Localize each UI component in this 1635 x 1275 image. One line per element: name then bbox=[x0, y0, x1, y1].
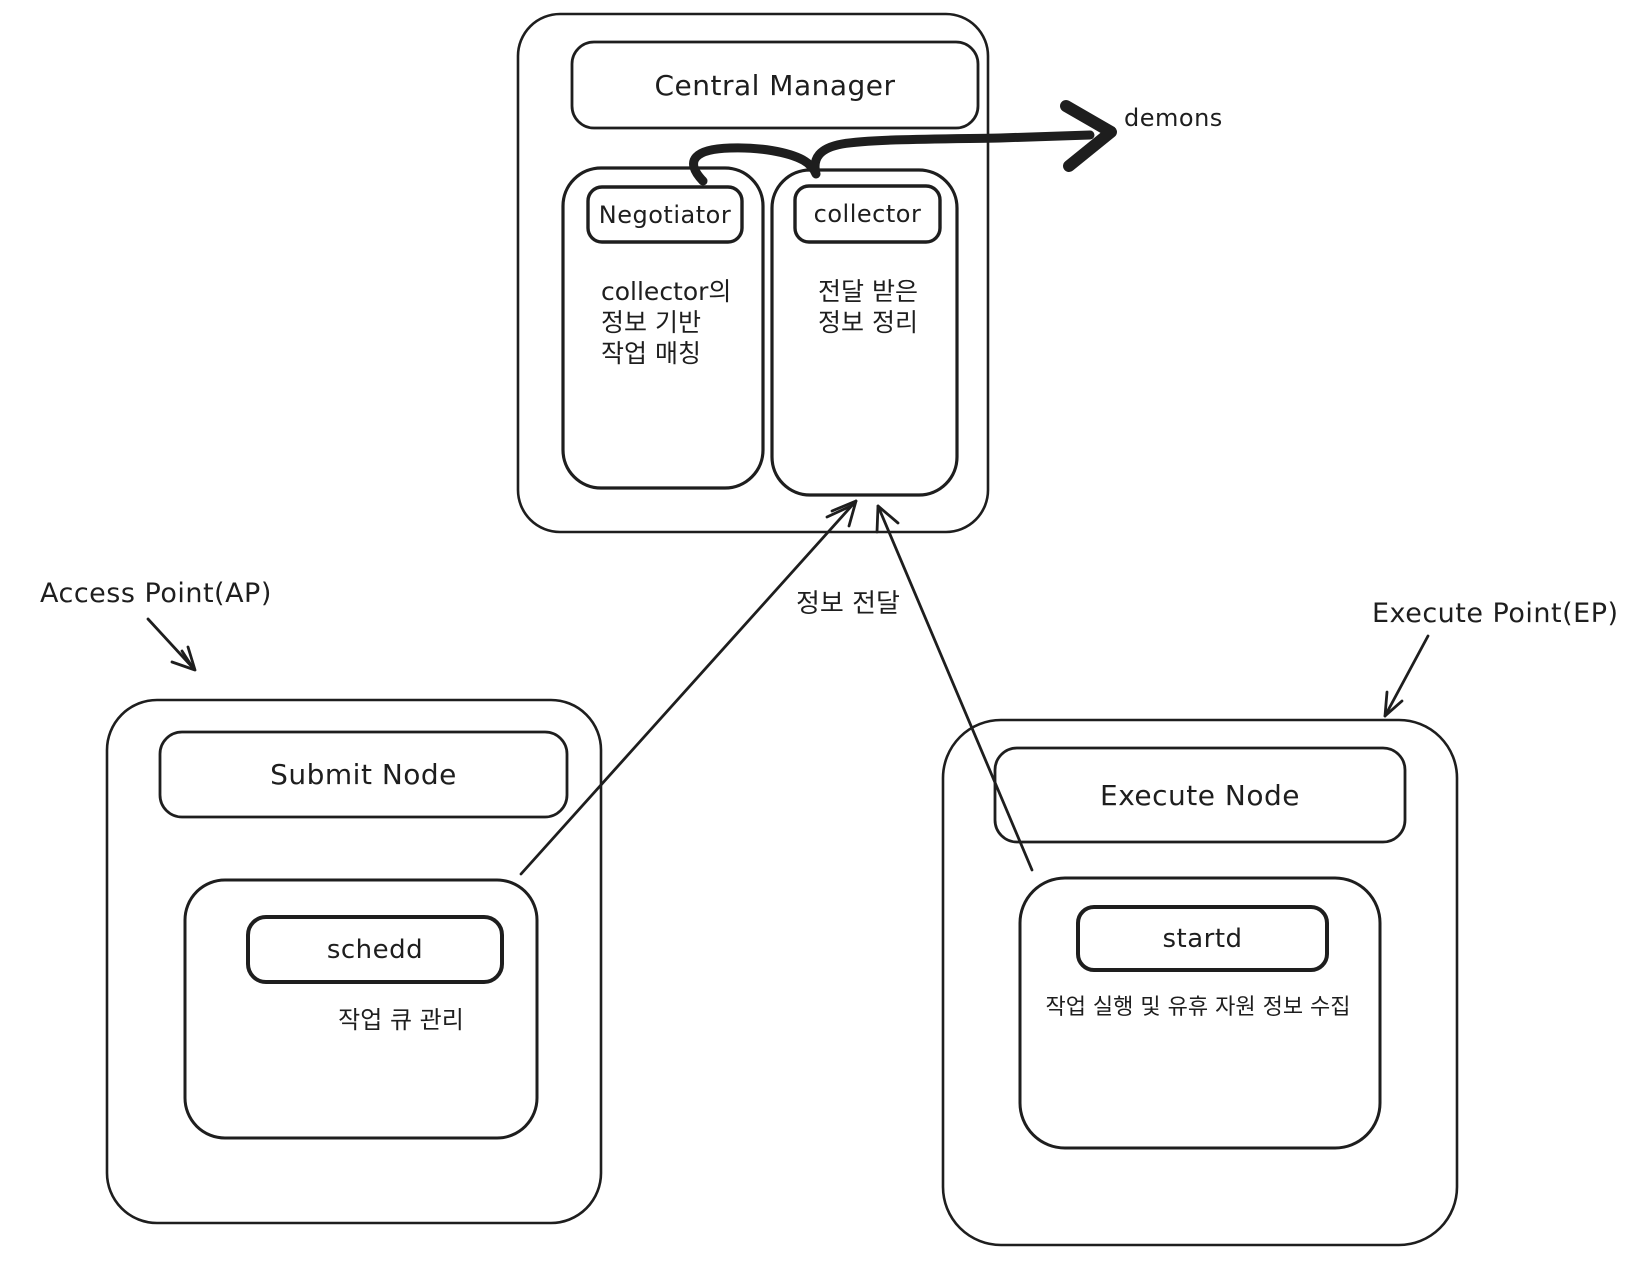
schedd-label: schedd bbox=[326, 934, 424, 965]
central-manager-title-box bbox=[570, 40, 980, 130]
execute-node-title-box bbox=[993, 746, 1407, 844]
central-manager-title: Central Manager bbox=[654, 68, 896, 102]
negotiator-description: collector의 정보 기반 작업 매칭 bbox=[601, 277, 732, 368]
schedd-container-box bbox=[183, 878, 539, 1140]
submit-node-title-box bbox=[158, 730, 569, 819]
info-arrow-from-schedd bbox=[519, 499, 858, 876]
startd-label-box bbox=[1076, 905, 1329, 972]
demons-arrow bbox=[689, 100, 1117, 186]
execute-node-title: Execute Node bbox=[1100, 778, 1300, 812]
collector-description: 전달 받은 정보 정리 bbox=[818, 277, 918, 337]
info-arrow-from-startd bbox=[875, 504, 1034, 872]
startd-description: 작업 실행 및 유휴 자원 정보 수집 bbox=[1045, 995, 1351, 1020]
access-point-label: Access Point(AP) bbox=[40, 578, 272, 609]
execute-point-arrow bbox=[1383, 634, 1430, 718]
schedd-description: 작업 큐 관리 bbox=[338, 1006, 464, 1034]
execute-point-label: Execute Point(EP) bbox=[1372, 598, 1619, 629]
startd-label: startd bbox=[1162, 923, 1243, 954]
access-point-arrow bbox=[146, 617, 197, 672]
startd-container-box bbox=[1018, 876, 1382, 1150]
negotiator-label: Negotiator bbox=[598, 200, 732, 229]
submit-node-box bbox=[105, 698, 603, 1225]
demons-label: demons bbox=[1124, 104, 1223, 132]
schedd-label-box bbox=[246, 915, 504, 984]
collector-box bbox=[770, 168, 959, 497]
execute-node-box bbox=[941, 718, 1459, 1247]
central-manager-box bbox=[516, 12, 990, 534]
collector-label: collector bbox=[813, 200, 922, 228]
negotiator-box bbox=[561, 166, 765, 490]
collector-label-box bbox=[793, 184, 942, 244]
info-transfer-label: 정보 전달 bbox=[796, 589, 900, 619]
negotiator-label-box bbox=[586, 185, 744, 244]
submit-node-title: Submit Node bbox=[270, 758, 457, 791]
